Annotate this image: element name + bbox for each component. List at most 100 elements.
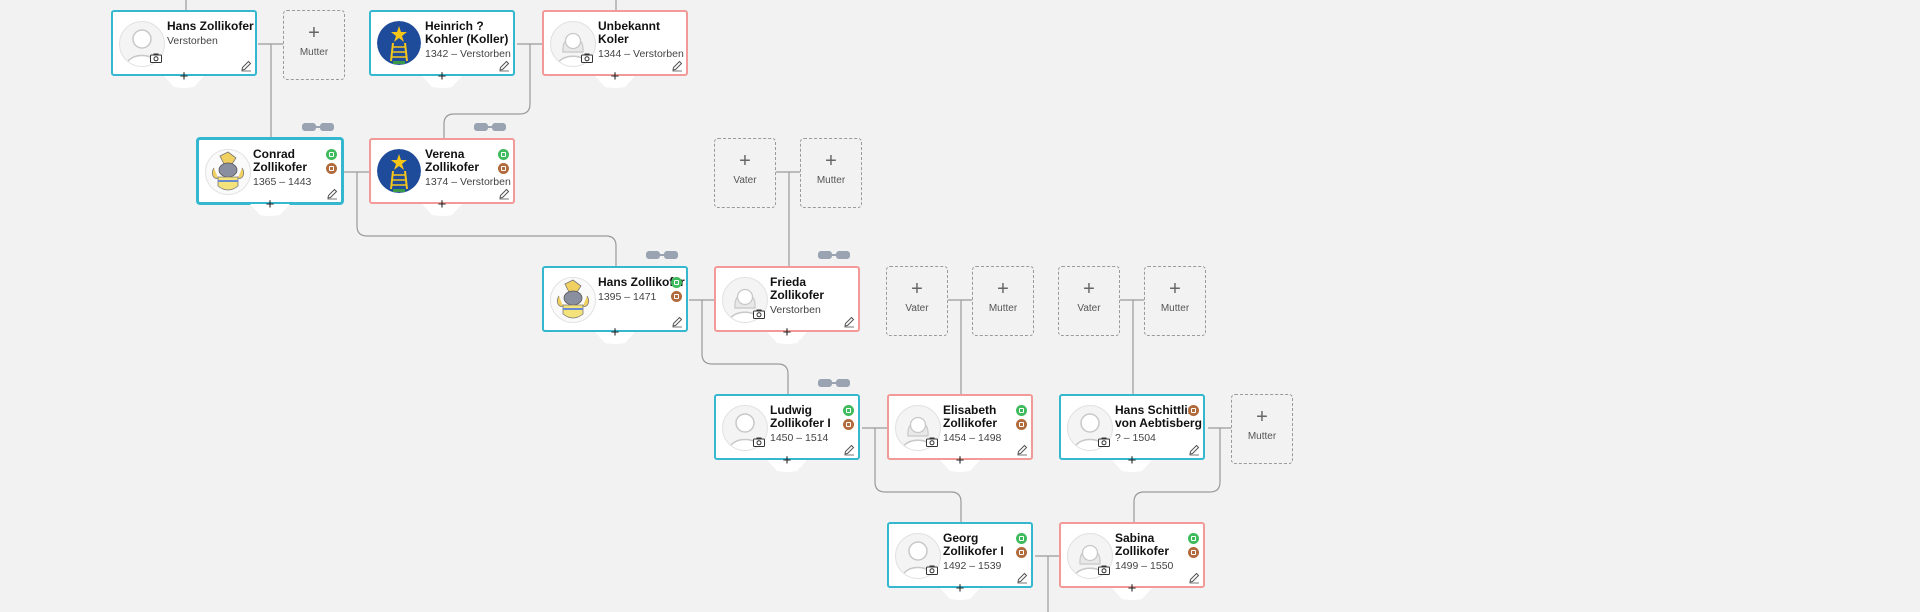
camera-icon[interactable] [926,565,938,575]
person-name: Hans Schittlin von Aebtisberg [1115,403,1202,430]
record-match-icon[interactable] [843,405,854,416]
add-relative-button[interactable]: + [250,197,290,216]
tab-shape [422,76,462,88]
add-father-placeholder[interactable]: + Vater [1058,266,1120,336]
pencil-icon[interactable] [498,60,510,72]
add-father-placeholder[interactable]: + Vater [886,266,948,336]
plus-icon: + [1127,580,1137,597]
camera-icon[interactable] [581,53,593,63]
camera-icon[interactable] [150,53,162,63]
tab-shape [940,460,980,472]
record-match-icon[interactable] [1016,405,1027,416]
person-name: Unbekannt Koler [598,19,661,46]
plus-icon: + [955,580,965,597]
pencil-icon[interactable] [1016,572,1028,584]
plus-icon: + [437,68,447,85]
pencil-icon[interactable] [1188,572,1200,584]
pencil-icon[interactable] [240,60,252,72]
add-mother-placeholder[interactable]: + Mutter [1144,266,1206,336]
plus-icon: + [782,452,792,469]
person-card-sabina[interactable]: Sabina Zollikofer 1499 – 1550 [1059,522,1205,588]
add-relative-button[interactable]: + [1112,581,1152,600]
female-silhouette-icon[interactable] [1067,533,1113,579]
tab-shape [164,76,204,88]
add-relative-button[interactable]: + [595,69,635,88]
tab-shape [767,460,807,472]
record-match-icon[interactable] [1016,533,1027,544]
add-relative-button[interactable]: + [767,325,807,344]
tab-shape [595,76,635,88]
add-relative-button[interactable]: + [940,453,980,472]
link-icon[interactable] [646,251,680,259]
link-icon[interactable] [818,379,852,387]
add-mother-placeholder[interactable]: + Mutter [283,10,345,80]
smart-match-icon[interactable] [498,163,509,174]
person-card-schittlin[interactable]: Hans Schittlin von Aebtisberg? – 1504 [1059,394,1205,460]
person-name: Sabina Zollikofer [1115,531,1170,558]
camera-icon[interactable] [753,309,765,319]
record-match-icon[interactable] [671,277,682,288]
person-dates: 1450 – 1514 [770,432,829,444]
person-dates: 1374 – Verstorben [425,176,511,188]
record-match-icon[interactable] [498,149,509,160]
add-father-placeholder[interactable]: + Vater [714,138,776,208]
add-relative-button[interactable]: + [595,325,635,344]
plus-icon: + [265,196,275,213]
female-silhouette-icon[interactable] [550,21,596,67]
person-card-verena[interactable]: Verena Zollikofer 1374 – Verstorben [369,138,515,204]
smart-match-icon[interactable] [326,163,337,174]
smart-match-icon[interactable] [1016,547,1027,558]
helmet-crest-icon[interactable] [550,277,596,323]
pencil-icon[interactable] [326,188,338,200]
camera-icon[interactable] [753,437,765,447]
add-mother-placeholder[interactable]: + Mutter [1231,394,1293,464]
camera-icon[interactable] [1098,565,1110,575]
person-name: Georg Zollikofer I [943,531,1004,558]
pencil-icon[interactable] [1188,444,1200,456]
person-dates: 1492 – 1539 [943,560,1002,572]
add-relative-button[interactable]: + [940,581,980,600]
record-match-icon[interactable] [1188,533,1199,544]
person-card-heinrich[interactable]: Heinrich ? Kohler (Koller)1342 – Verstor… [369,10,515,76]
link-icon[interactable] [818,251,852,259]
plus-icon: + [955,452,965,469]
person-card-georg[interactable]: Georg Zollikofer I 1492 – 1539 [887,522,1033,588]
add-mother-placeholder[interactable]: + Mutter [972,266,1034,336]
smart-match-icon[interactable] [671,291,682,302]
pencil-icon[interactable] [843,316,855,328]
pencil-icon[interactable] [843,444,855,456]
tab-shape [1112,588,1152,600]
camera-icon[interactable] [926,437,938,447]
link-icon[interactable] [474,123,508,131]
smart-match-icon[interactable] [1016,419,1027,430]
add-relative-button[interactable]: + [1112,453,1152,472]
helmet-crest-icon[interactable] [205,149,251,195]
pencil-icon[interactable] [671,60,683,72]
camera-icon[interactable] [1098,437,1110,447]
add-mother-placeholder[interactable]: + Mutter [800,138,862,208]
person-dates: 1499 – 1550 [1115,560,1174,572]
link-icon[interactable] [302,123,336,131]
pencil-icon[interactable] [498,188,510,200]
pencil-icon[interactable] [671,316,683,328]
add-relative-button[interactable]: + [164,69,204,88]
person-name: Verena Zollikofer [425,147,480,174]
smart-match-icon[interactable] [843,419,854,430]
blue-shield-ladder-star-icon[interactable] [377,21,421,65]
blue-shield-ladder-star-icon[interactable] [377,149,421,193]
smart-match-icon[interactable] [1188,405,1199,416]
add-relative-button[interactable]: + [767,453,807,472]
add-relative-button[interactable]: + [422,69,462,88]
pencil-icon[interactable] [1016,444,1028,456]
tab-shape [940,588,980,600]
add-relative-button[interactable]: + [422,197,462,216]
smart-match-icon[interactable] [1188,547,1199,558]
record-match-icon[interactable] [326,149,337,160]
